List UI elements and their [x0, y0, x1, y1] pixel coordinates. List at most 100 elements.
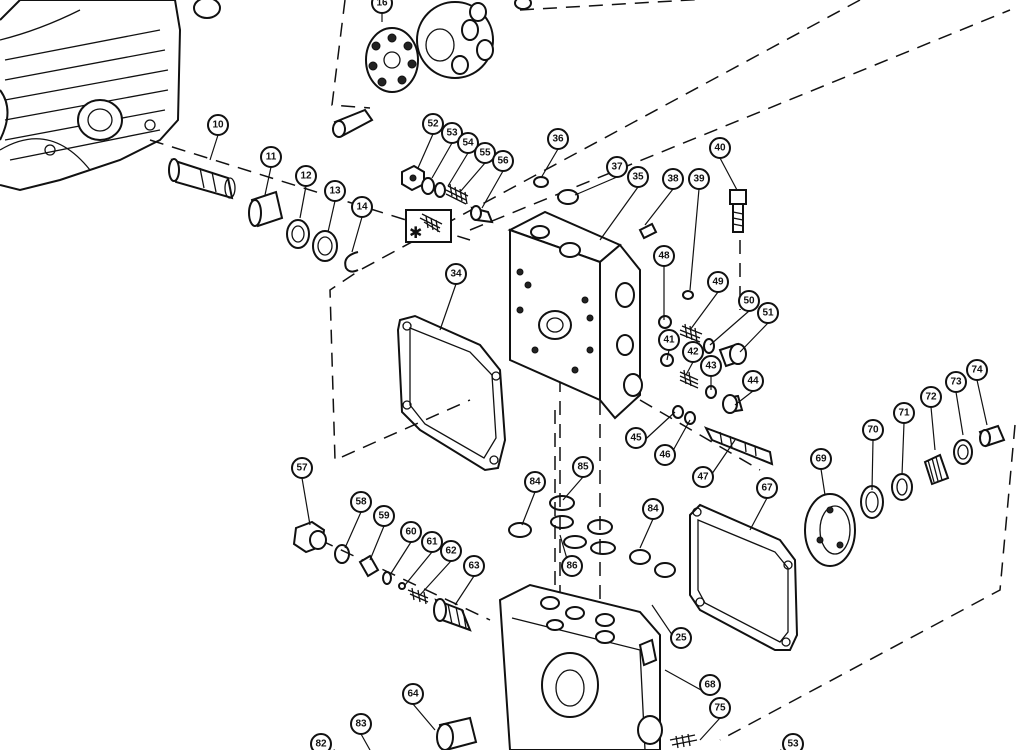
callout-number: 11	[266, 152, 277, 163]
callout-bubble	[606, 156, 628, 178]
leader-line-c13	[327, 200, 336, 233]
callout-bubble	[445, 263, 467, 285]
callout-c48a: 48	[653, 245, 675, 267]
callout-number: 41	[663, 335, 675, 346]
leader-line-c56a	[481, 170, 504, 209]
leader-line-c63	[454, 575, 475, 606]
callout-number: 16	[376, 0, 388, 9]
callout-c42: 42	[682, 341, 704, 363]
leader-line-c44	[734, 390, 754, 406]
callout-number: 70	[867, 425, 879, 436]
callout-c68: 68	[699, 674, 721, 696]
callout-c34: 34	[445, 263, 467, 285]
gasket-left	[396, 314, 507, 472]
leader-line-c58	[344, 511, 362, 549]
callout-bubble	[291, 457, 313, 479]
right-side-parts	[689, 424, 1006, 651]
leader-line-c73	[955, 391, 964, 436]
callout-c51: 51	[757, 302, 779, 324]
callout-number: 55	[479, 148, 491, 159]
callout-c36: 36	[547, 128, 569, 150]
callout-number: 39	[693, 174, 705, 185]
callout-bubble	[324, 180, 346, 202]
leader-line-c50a	[709, 310, 750, 346]
callout-number: 10	[212, 120, 224, 131]
callout-c11: 11	[260, 146, 282, 168]
callout-bubble	[742, 370, 764, 392]
callout-c52a: 52	[422, 113, 444, 135]
callout-c14: 14	[351, 196, 373, 218]
relief-valve-parts	[401, 164, 494, 224]
callout-number: 46	[659, 450, 671, 461]
leader-line-c71	[901, 422, 905, 476]
callout-c58: 58	[350, 491, 372, 513]
callout-c71: 71	[893, 402, 915, 424]
callout-bubble	[966, 359, 988, 381]
callout-bubble	[350, 713, 372, 735]
leader-line-c38	[644, 188, 674, 226]
callout-number: 43	[705, 361, 717, 372]
callout-number: 58	[355, 497, 367, 508]
rotating-group	[332, 0, 532, 138]
callout-bubble	[700, 355, 722, 377]
callout-bubble	[782, 733, 804, 750]
callout-c53b: 53	[782, 733, 804, 750]
callout-c40: 40	[709, 137, 731, 159]
callout-c57: 57	[291, 457, 313, 479]
callout-c47: 47	[692, 466, 714, 488]
callout-bubble	[757, 302, 779, 324]
callout-bubble	[738, 290, 760, 312]
callout-bubble	[682, 341, 704, 363]
callout-number: 74	[971, 365, 983, 376]
leader-line-c12	[299, 185, 307, 219]
callout-c50a: 50	[738, 290, 760, 312]
callout-bubble	[457, 132, 479, 154]
callout-bubble	[662, 168, 684, 190]
callout-c72: 72	[920, 386, 942, 408]
callout-bubble	[351, 196, 373, 218]
leader-line-c42	[685, 361, 694, 376]
leader-line-c84b	[639, 518, 654, 549]
callout-c82: 82	[310, 733, 332, 750]
callout-number: 36	[552, 134, 564, 145]
callout-bubble	[810, 448, 832, 470]
lower-housing	[436, 583, 698, 750]
spring-note-box: ✱	[405, 209, 452, 243]
leader-line-c54	[447, 152, 469, 187]
callout-number: 40	[714, 143, 726, 154]
callout-number: 71	[898, 408, 910, 419]
leader-line-c14	[351, 216, 363, 253]
callout-bubble	[709, 137, 731, 159]
callout-c84b: 84	[642, 498, 664, 520]
callout-bubble	[699, 674, 721, 696]
callout-number: 12	[300, 171, 312, 182]
callout-bubble	[709, 697, 731, 719]
callout-c86: 86	[561, 555, 583, 577]
callout-number: 68	[704, 680, 716, 691]
callout-number: 45	[630, 433, 642, 444]
leader-line-c39	[689, 188, 700, 291]
callout-number: 25	[675, 633, 687, 644]
callout-bubble	[862, 419, 884, 441]
leader-line-c59	[369, 525, 385, 561]
leader-line-c64	[412, 703, 436, 731]
callout-number: 51	[762, 308, 774, 319]
leader-line-c74	[976, 379, 988, 426]
callout-number: 37	[611, 162, 623, 173]
shaft-parts	[168, 158, 359, 273]
callout-c10: 10	[207, 114, 229, 136]
callout-c53: 53	[441, 122, 463, 144]
callout-bubble	[260, 146, 282, 168]
callout-number: 69	[815, 454, 827, 465]
leader-line-c69	[820, 468, 826, 496]
callout-number: 49	[712, 277, 724, 288]
leader-line-c84a	[521, 491, 536, 526]
callout-number: 84	[647, 504, 659, 515]
callout-c69: 69	[810, 448, 832, 470]
callout-bubble	[688, 168, 710, 190]
o-rings	[508, 495, 676, 578]
callout-c84a: 84	[524, 471, 546, 493]
callout-c13: 13	[324, 180, 346, 202]
leader-line-c72	[930, 406, 936, 451]
